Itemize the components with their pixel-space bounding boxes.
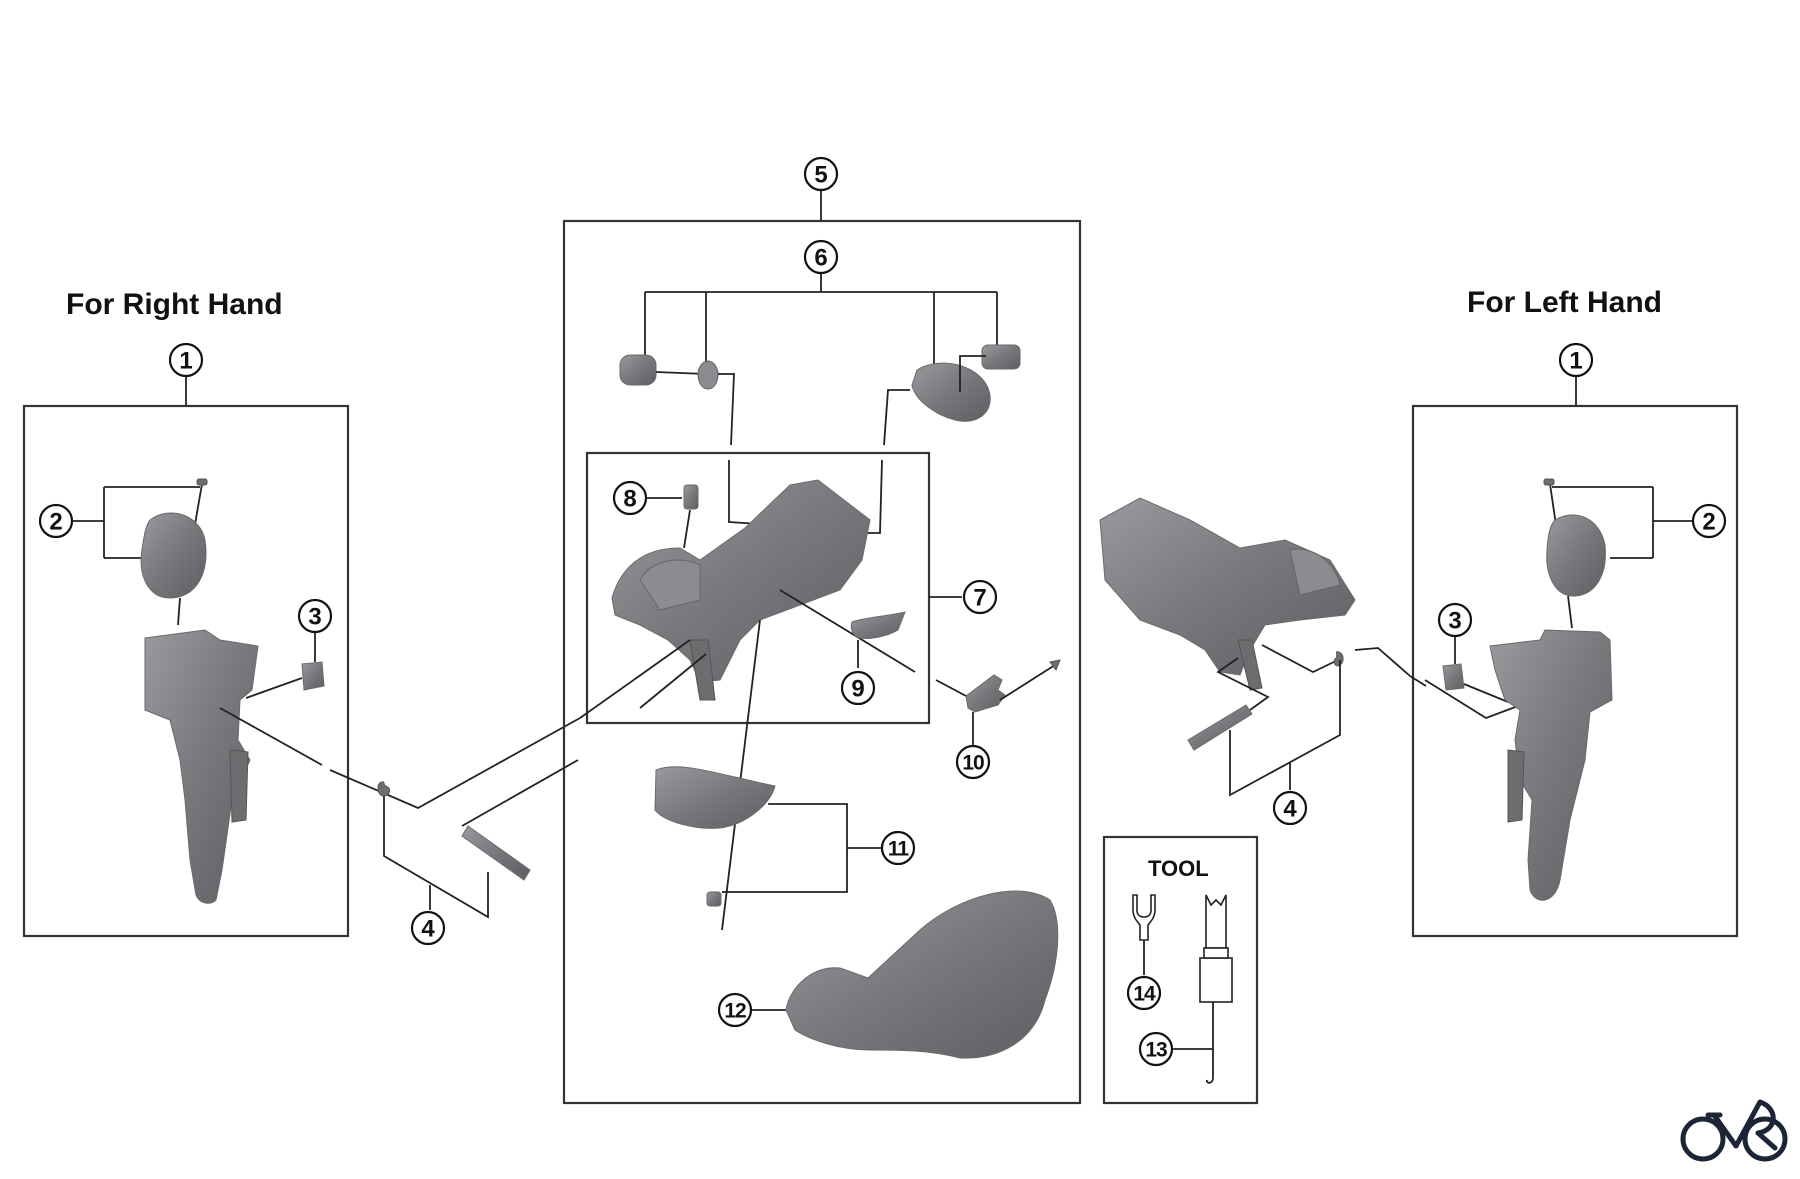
callout-tool-13[interactable]: 13 — [1138, 1031, 1174, 1067]
svg-text:2: 2 — [49, 509, 62, 536]
left-hand-title: For Left Hand — [1467, 286, 1662, 319]
callout-right-1[interactable]: 1 — [168, 342, 204, 378]
part-2-cover[interactable] — [71, 478, 208, 626]
svg-text:11: 11 — [888, 838, 910, 861]
svg-text:4: 4 — [421, 916, 435, 943]
left-part-3-pad[interactable] — [1424, 636, 1519, 719]
callout-center-7[interactable]: 7 — [962, 579, 998, 615]
part-6-bolt-set[interactable] — [619, 273, 1021, 446]
right-hand-box — [22, 404, 350, 938]
svg-text:5: 5 — [814, 162, 827, 189]
callout-center-10[interactable]: 10 — [955, 744, 991, 780]
svg-text:3: 3 — [308, 604, 321, 631]
svg-text:2: 2 — [1702, 509, 1715, 536]
part-7-box — [585, 451, 931, 725]
svg-text:6: 6 — [814, 245, 827, 272]
callout-right-4[interactable]: 4 — [410, 910, 446, 946]
part-10-lever-part[interactable] — [935, 659, 1061, 746]
left-lever-body — [1489, 629, 1613, 901]
callout-right-2[interactable]: 2 — [38, 503, 74, 539]
tool-group: TOOL 14 13 — [1102, 835, 1259, 1105]
callout-center-5[interactable]: 5 — [803, 156, 839, 192]
callout-left-3[interactable]: 3 — [1437, 602, 1473, 638]
svg-text:4: 4 — [1283, 796, 1297, 823]
callout-center-11[interactable]: 11 — [880, 830, 916, 866]
left-hand-box — [1411, 404, 1739, 938]
left-part-2-cover[interactable] — [1543, 478, 1694, 629]
callout-center-12[interactable]: 12 — [717, 992, 753, 1028]
part-7-bracket-body[interactable] — [611, 459, 962, 701]
tool-13-driver[interactable] — [1172, 894, 1233, 1084]
svg-text:1: 1 — [1569, 348, 1582, 375]
part-8-screw[interactable] — [647, 484, 699, 549]
part-11-cover-and-screw[interactable] — [654, 766, 882, 907]
svg-text:9: 9 — [851, 676, 864, 703]
svg-text:7: 7 — [973, 585, 986, 612]
bicycle-logo-icon — [1680, 1099, 1788, 1162]
right-hand-group: For Right Hand 1 2 3 — [22, 288, 581, 946]
center-box — [562, 219, 1082, 1105]
callout-center-6[interactable]: 6 — [803, 239, 839, 275]
center-group: 5 6 7 — [562, 156, 1082, 1105]
svg-text:13: 13 — [1145, 1039, 1167, 1062]
right-hand-title: For Right Hand — [66, 288, 283, 321]
tool-box — [1102, 835, 1259, 1105]
left-part-4-pin-and-clip[interactable] — [1187, 644, 1427, 797]
svg-text:14: 14 — [1133, 983, 1156, 1006]
svg-text:1: 1 — [179, 348, 192, 375]
tool-title: TOOL — [1148, 856, 1209, 881]
left-hand-group: For Left Hand 1 2 3 — [1099, 286, 1739, 938]
svg-text:8: 8 — [623, 486, 636, 513]
callout-tool-14[interactable]: 14 — [1126, 975, 1162, 1011]
part-3-pad[interactable] — [245, 632, 325, 699]
part-4-pin-and-clip[interactable] — [219, 707, 581, 919]
left-bracket-body — [1099, 497, 1356, 691]
callout-left-4[interactable]: 4 — [1272, 790, 1308, 826]
callout-center-9[interactable]: 9 — [840, 670, 876, 706]
svg-text:3: 3 — [1448, 608, 1461, 635]
part-9-spring[interactable] — [779, 589, 916, 673]
callout-left-1[interactable]: 1 — [1558, 342, 1594, 378]
svg-text:12: 12 — [724, 1000, 746, 1023]
svg-text:10: 10 — [962, 752, 984, 775]
callout-left-2[interactable]: 2 — [1691, 503, 1727, 539]
callout-center-8[interactable]: 8 — [612, 480, 648, 516]
right-lever-body — [144, 629, 259, 904]
part-12-hood[interactable] — [752, 890, 1059, 1059]
tool-14-fork[interactable] — [1132, 894, 1156, 975]
callout-right-3[interactable]: 3 — [297, 598, 333, 634]
